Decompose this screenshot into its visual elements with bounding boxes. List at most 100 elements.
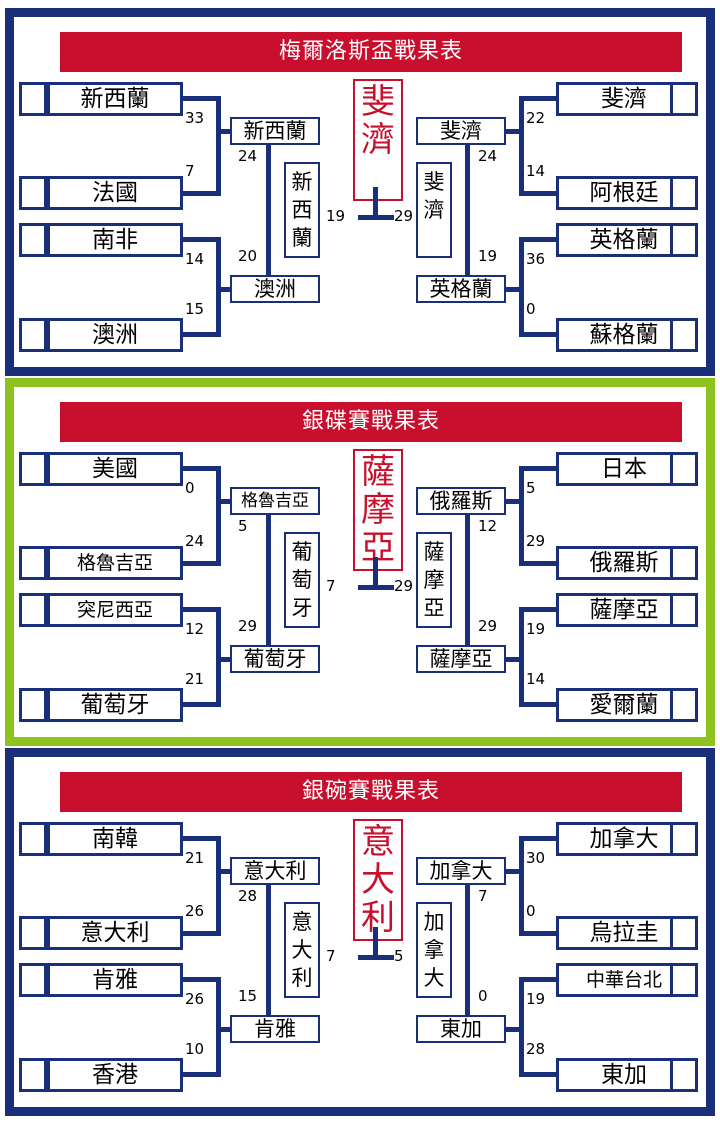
bracket-line	[183, 931, 220, 936]
panel-title: 梅爾洛斯盃戰果表	[60, 32, 682, 72]
bracket-line	[373, 927, 378, 957]
score: 21	[185, 670, 205, 688]
score: 0	[526, 902, 536, 920]
bracket-line	[519, 702, 556, 707]
final-team: 新西蘭	[284, 162, 320, 258]
champion-box: 薩摩亞	[353, 449, 403, 571]
bracket-line	[506, 499, 520, 504]
score: 26	[185, 902, 205, 920]
team-name: 加拿大	[556, 822, 692, 856]
bracket-line	[183, 96, 220, 101]
bracket-line	[216, 129, 230, 134]
bracket-line	[519, 466, 556, 471]
bracket-panel-2: 銀碟賽戰果表美國格魯吉亞突尼西亞葡萄牙日本俄羅斯薩摩亞愛爾蘭格魯吉亞俄羅斯葡萄牙…	[5, 378, 715, 746]
score: 29	[478, 617, 498, 635]
seed-box	[19, 916, 47, 950]
score: 20	[238, 247, 258, 265]
score: 33	[185, 109, 205, 127]
bracket-line	[266, 885, 271, 1015]
final-team: 加拿大	[416, 902, 452, 998]
team-name: 意大利	[47, 916, 183, 950]
seed-box	[670, 593, 698, 627]
team-name: 美國	[47, 452, 183, 486]
score: 12	[478, 517, 498, 535]
bracket-line	[519, 931, 556, 936]
score: 7	[326, 947, 336, 965]
score: 14	[526, 670, 546, 688]
score: 19	[526, 620, 546, 638]
team-name: 阿根廷	[556, 176, 692, 210]
seed-box	[19, 82, 47, 116]
score: 28	[238, 887, 258, 905]
seed-box	[19, 688, 47, 722]
final-team: 葡萄牙	[284, 532, 320, 628]
seed-box	[19, 593, 47, 627]
seed-box	[670, 1058, 698, 1092]
team-name: 新西蘭	[47, 82, 183, 116]
score: 5	[238, 517, 248, 535]
bracket-line	[216, 657, 230, 662]
score: 5	[394, 947, 404, 965]
score: 14	[185, 250, 205, 268]
score: 24	[185, 532, 205, 550]
bracket-line	[183, 466, 220, 471]
score: 7	[185, 162, 195, 180]
team-name: 南韓	[47, 822, 183, 856]
bracket-line	[216, 1027, 230, 1032]
bracket-line	[519, 977, 556, 982]
bracket-line	[358, 215, 394, 220]
team-name: 香港	[47, 1058, 183, 1092]
bracket-line	[183, 607, 220, 612]
bracket-line	[373, 557, 378, 587]
bracket-line	[519, 836, 556, 841]
score: 14	[526, 162, 546, 180]
bracket-line	[506, 287, 520, 292]
team-name: 東加	[556, 1058, 692, 1092]
bracket-line	[519, 977, 524, 1077]
bracket-line	[519, 237, 556, 242]
bracket-line	[183, 332, 220, 337]
semi-team: 澳洲	[230, 275, 320, 303]
score: 22	[526, 109, 546, 127]
score: 12	[185, 620, 205, 638]
score: 30	[526, 849, 546, 867]
bracket-line	[183, 836, 220, 841]
bracket-line	[506, 657, 520, 662]
bracket-line	[183, 1072, 220, 1077]
bracket-line	[183, 237, 220, 242]
score: 15	[185, 300, 205, 318]
bracket-line	[519, 332, 556, 337]
score: 5	[526, 479, 536, 497]
bracket-line	[519, 561, 556, 566]
bracket-line	[519, 96, 524, 196]
semi-team: 東加	[416, 1015, 506, 1043]
score: 28	[526, 1040, 546, 1058]
score: 29	[394, 207, 414, 225]
team-name: 英格蘭	[556, 223, 692, 257]
bracket-line	[183, 702, 220, 707]
champion-box: 意大利	[353, 819, 403, 941]
seed-box	[670, 452, 698, 486]
semi-team: 意大利	[230, 857, 320, 885]
bracket-line	[216, 287, 230, 292]
score: 24	[238, 147, 258, 165]
score: 0	[478, 987, 488, 1005]
score: 29	[394, 577, 414, 595]
bracket-line	[183, 561, 220, 566]
semi-team: 斐濟	[416, 117, 506, 145]
semi-team: 新西蘭	[230, 117, 320, 145]
final-team: 意大利	[284, 902, 320, 998]
seed-box	[670, 822, 698, 856]
bracket-line	[266, 145, 271, 275]
panel-title: 銀碟賽戰果表	[60, 402, 682, 442]
bracket-line	[519, 607, 556, 612]
bracket-line	[465, 145, 470, 275]
bracket-line	[506, 129, 520, 134]
semi-team: 葡萄牙	[230, 645, 320, 673]
bracket-line	[216, 499, 230, 504]
team-name: 法國	[47, 176, 183, 210]
bracket-line	[266, 515, 271, 645]
team-name: 俄羅斯	[556, 546, 692, 580]
team-name: 南非	[47, 223, 183, 257]
team-name: 澳洲	[47, 318, 183, 352]
